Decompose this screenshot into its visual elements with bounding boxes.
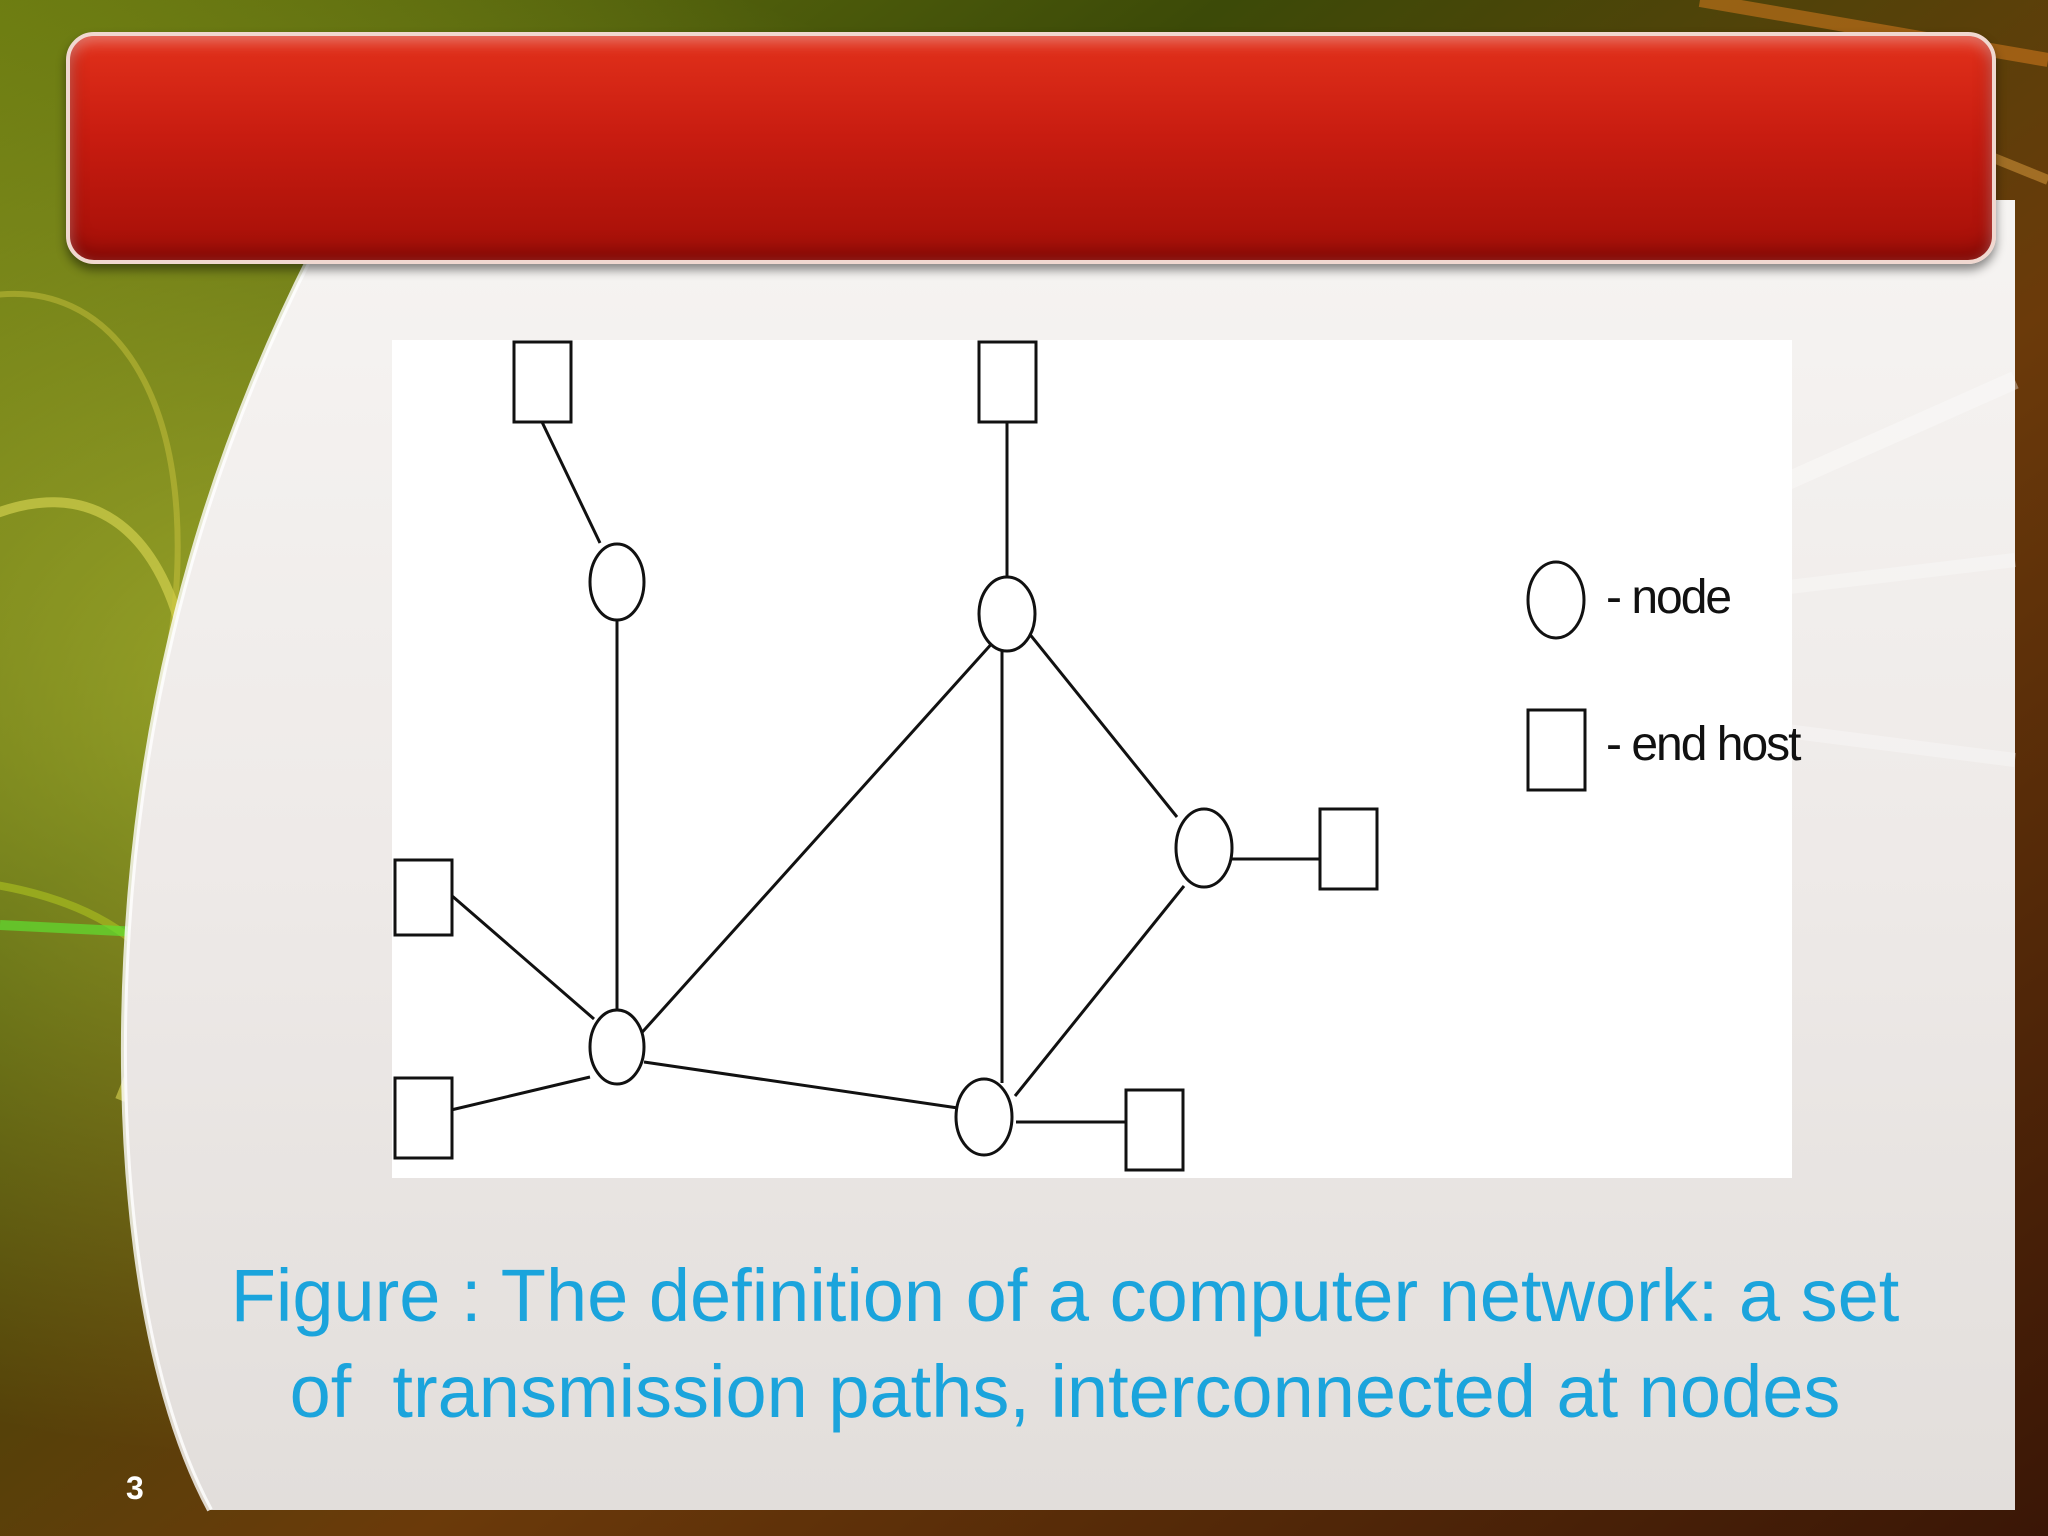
end-host-square xyxy=(512,340,573,424)
legend-end-host-symbol xyxy=(1526,708,1587,792)
network-diagram: - node - end host xyxy=(392,340,1801,1178)
legend-node-label: - node xyxy=(1606,571,1732,624)
link-h1-n1 xyxy=(540,421,602,544)
link-n3-n2 xyxy=(635,638,997,1040)
figure-caption: Figure : The definition of a computer ne… xyxy=(140,1248,1990,1440)
end-host-square xyxy=(393,858,454,937)
legend-node-symbol xyxy=(1526,560,1586,640)
legend-end-host-label: - end host xyxy=(1606,718,1801,771)
node-circle xyxy=(1174,807,1234,889)
link-h5-n3 xyxy=(450,1075,591,1112)
node-circle xyxy=(588,1008,646,1086)
end-host-square xyxy=(1318,807,1379,891)
end-host-square xyxy=(977,340,1038,424)
caption-line-2: of transmission paths, interconnected at… xyxy=(289,1350,1841,1433)
node-circle xyxy=(588,542,646,622)
node-circle xyxy=(977,575,1037,653)
link-n2-n4 xyxy=(1026,631,1179,818)
link-n3-n5 xyxy=(643,1060,959,1110)
end-host-square xyxy=(1124,1088,1185,1172)
link-h3-n3 xyxy=(450,893,595,1021)
node-circle xyxy=(954,1077,1014,1157)
end-host-square xyxy=(393,1076,454,1160)
title-bar xyxy=(66,32,1996,264)
link-n4-n5 xyxy=(1013,885,1186,1097)
slide-number: 3 xyxy=(126,1470,144,1506)
caption-line-1: Figure : The definition of a computer ne… xyxy=(230,1254,1900,1337)
